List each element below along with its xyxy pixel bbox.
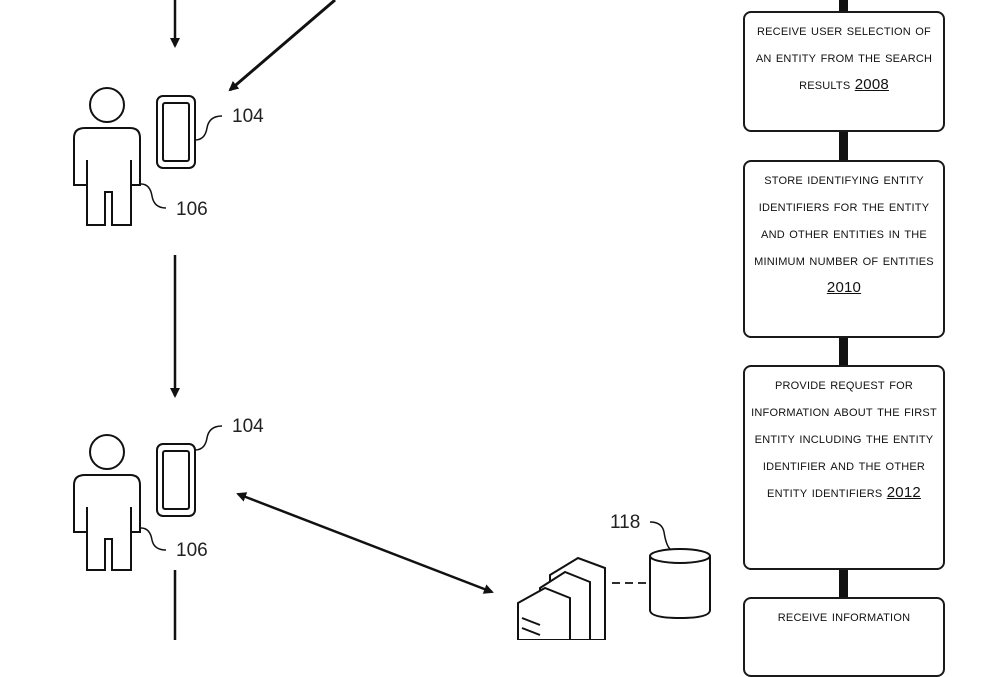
leader-104-top — [194, 115, 223, 141]
label-device-top: 104 — [232, 106, 264, 127]
flow-connector — [839, 0, 848, 598]
leader-106-bottom — [140, 527, 167, 551]
flow-step-2010: Store identifying entity identifiers for… — [743, 160, 945, 338]
label-device-bottom: 104 — [232, 416, 264, 437]
flow-step-text: Receive information — [777, 608, 911, 625]
device-icon-bottom — [156, 443, 196, 517]
diagram-canvas — [73, 0, 848, 640]
flow-step-ref: 2012 — [886, 484, 921, 501]
flow-step-text: Store identifying entity identifiers for… — [754, 171, 934, 269]
flow-step-ref: 2010 — [826, 279, 862, 296]
flow-step-text: Provide request for information about th… — [751, 376, 937, 501]
device-icon-top — [156, 95, 196, 169]
arrow-diagonal-top — [228, 0, 336, 92]
flow-step-ref: 2008 — [854, 76, 889, 93]
leader-106-top — [140, 183, 167, 209]
flow-step-receive-information: Receive information — [743, 597, 945, 677]
datastore-icon — [649, 548, 711, 620]
label-user-top: 106 — [176, 199, 208, 220]
flow-step-text: Receive user selection of an entity from… — [755, 22, 933, 93]
flow-step-2012: Provide request for information about th… — [743, 365, 945, 570]
label-datastore: 118 — [610, 512, 641, 533]
user-icon-top — [73, 87, 141, 226]
arrow-bidirectional — [236, 492, 494, 594]
flow-step-2008: Receive user selection of an entity from… — [743, 11, 945, 132]
user-icon-bottom — [73, 434, 141, 571]
label-user-bottom: 106 — [176, 540, 208, 561]
server-icon — [517, 556, 606, 640]
leader-118 — [649, 521, 671, 550]
leader-104-bottom — [194, 425, 223, 451]
